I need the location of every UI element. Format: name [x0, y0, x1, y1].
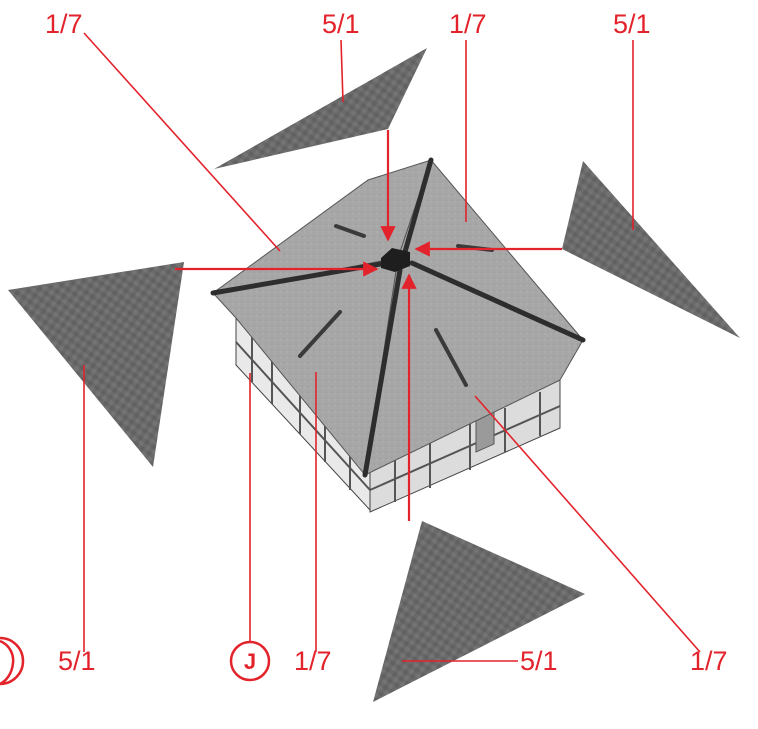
partial-badge-edge — [0, 638, 23, 684]
label-left-panel: 5/1 — [58, 646, 96, 676]
label-bottom-right-part: 1/7 — [690, 646, 728, 676]
label-top-panel: 5/1 — [322, 9, 360, 39]
label-right-panel: 5/1 — [613, 9, 651, 39]
partial-badge-arc — [0, 641, 13, 684]
label-bottom-panel: 5/1 — [520, 646, 558, 676]
label-top-right-part: 1/7 — [449, 9, 487, 39]
label-front-part: 1/7 — [294, 646, 332, 676]
label-top-left-part: 1/7 — [45, 9, 83, 39]
shingle-panel-top — [214, 48, 427, 169]
wall-marker-letter: J — [244, 649, 256, 674]
wall-marker-badge: J — [231, 642, 269, 680]
shingle-panel-left — [8, 262, 184, 467]
shingle-panel-right — [562, 161, 740, 338]
